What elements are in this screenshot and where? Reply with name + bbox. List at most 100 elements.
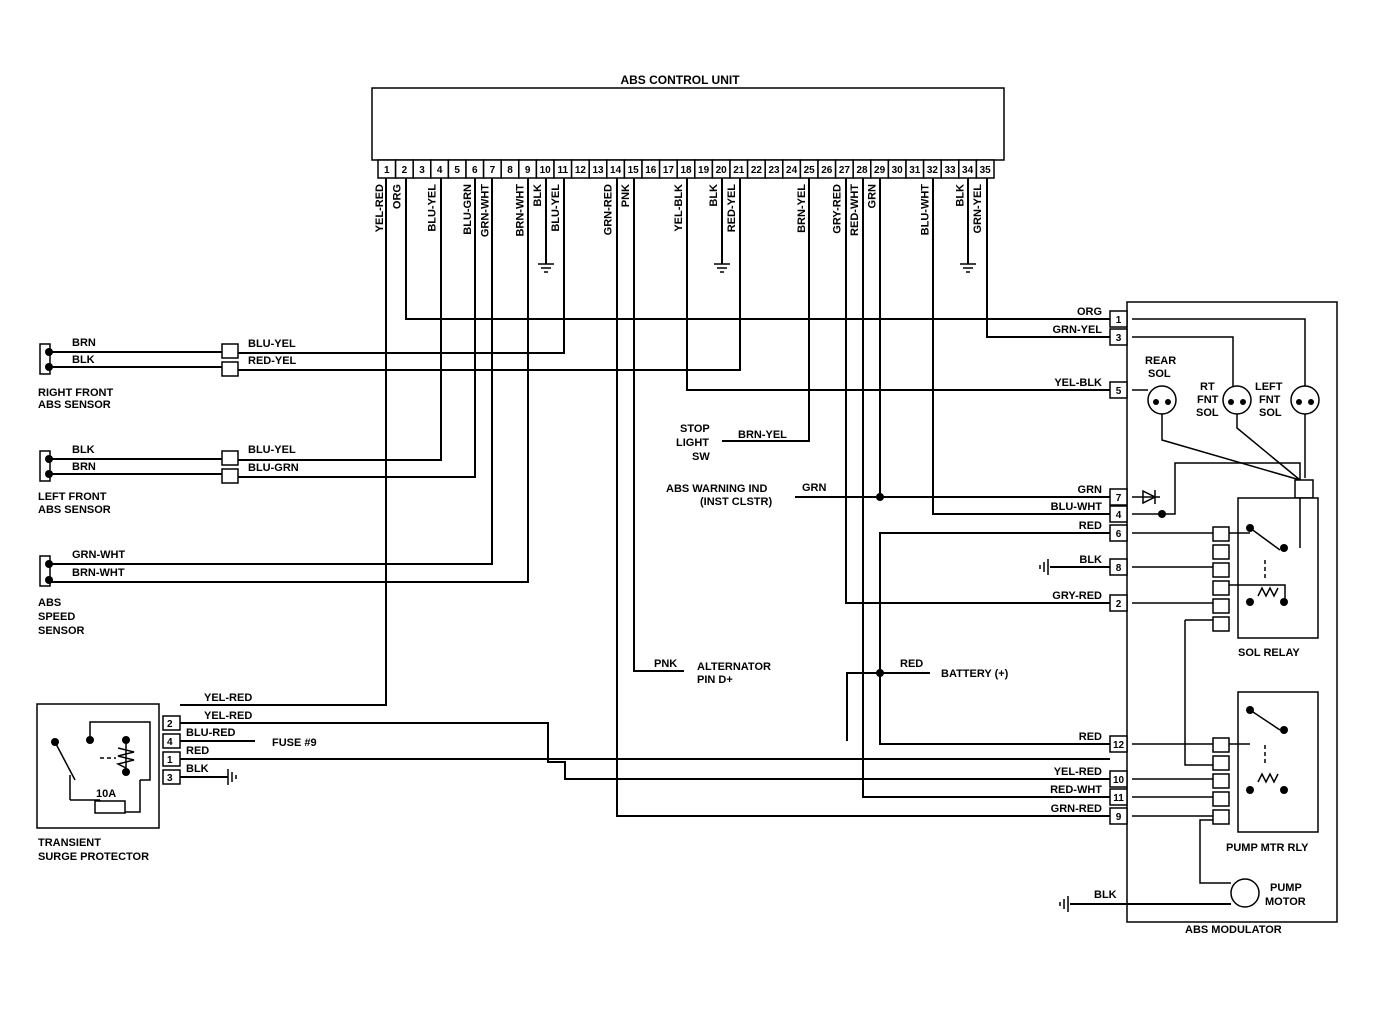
rf-wire1-label: BRN [72,337,96,349]
left-front-sensor: BLK BRN BLU-YEL BLU-GRN LEFT FRONT ABS S… [38,444,299,516]
sp-wire-yelred1: YEL-RED [204,692,252,704]
speed-wire2-label: BRN-WHT [72,567,125,579]
speed-sensor-name2: SPEED [38,611,75,623]
stop-light-line2: LIGHT [676,437,709,449]
stop-light-wire: BRN-YEL [738,429,787,441]
ecu-pin-number: 15 [628,165,640,176]
surge-protector: 2 4 1 3 10A TRANSIENT SURGE PROTECTOR YE… [36,692,1110,863]
modulator-pin-box [1109,310,1128,328]
ground-symbols-ecu [538,263,976,273]
pump-motor-line2: MOTOR [1265,896,1306,908]
ecu-pin-number: 19 [698,165,710,176]
modulator-wire-label: BLK [1079,554,1102,566]
modulator-pin-number: 4 [1116,510,1122,521]
sp-wire-red: RED [186,745,209,757]
sol-relay-title: SOL RELAY [1238,647,1300,659]
modulator-pin-box [1109,524,1128,542]
sp-wire-blk: BLK [186,763,209,775]
ecu-wire-label: PNK [620,184,632,207]
ecu-pin-number: 27 [839,165,851,176]
battery-wire: RED [900,658,923,670]
ecu-pin-number: 31 [909,165,921,176]
modulator-wire-labels: ORGGRN-YELYEL-BLKGRNBLU-WHTREDBLKGRY-RED… [1050,306,1102,815]
modulator-wire-label: GRN [1078,484,1103,496]
modulator-pin-box [1109,594,1128,612]
modulator-pin-box [1109,505,1128,523]
stop-light-line3: SW [692,451,710,463]
ecu-pin-number: 16 [645,165,657,176]
ecu-wire-label: BLK [708,184,720,207]
sp-pin-2: 2 [167,719,173,730]
ecu-pin-number: 8 [507,165,513,176]
alternator-line1: ALTERNATOR [697,661,771,673]
ecu-wire-label: YEL-RED [374,184,386,232]
modulator-pin-number: 8 [1116,563,1122,574]
rear-sol-line1: REAR [1145,355,1176,367]
fuse9-label: FUSE #9 [272,737,317,749]
modulator-wire-label: GRN-YEL [1053,324,1103,336]
speed-sensor-name1: ABS [38,597,61,609]
lf-wire2-label: BRN [72,461,96,473]
ecu-wire-label: YEL-BLK [673,184,685,232]
left-sol-line2: FNT [1259,394,1281,406]
lf-sensor-name1: LEFT FRONT [38,491,107,503]
middle-components: STOP LIGHT SW BRN-YEL ABS WARNING IND (I… [654,423,1110,745]
ecu-pin-number: 14 [610,165,622,176]
ecu-wire-label: BLU-YEL [427,184,439,232]
ecu-pin-number: 3 [419,165,425,176]
ecu-wire-label: BLU-WHT [919,184,931,236]
lf-sensor-name2: ABS SENSOR [38,504,111,516]
ecu-pin-number: 35 [980,165,992,176]
ecu-pin-number: 21 [733,165,745,176]
ecu-pin-number: 22 [751,165,763,176]
sp-pin-1: 1 [167,755,173,766]
ecu-wire-label: BLK [955,184,967,207]
ecu-pin-number: 17 [663,165,675,176]
modulator-wire-label: BLU-WHT [1051,501,1103,513]
ecu-pin-number: 4 [437,165,443,176]
modulator-wire-label: ORG [1077,306,1102,318]
left-sol-line3: SOL [1259,407,1282,419]
modulator-wire-label: RED [1079,731,1102,743]
modulator-pin-box [1109,381,1128,399]
modulator-pin-number: 5 [1116,386,1122,397]
modulator-pin-box [1109,788,1128,806]
modulator-pin-box [1109,807,1128,825]
ecu-pin-number: 18 [680,165,692,176]
ecu-pin-number: 11 [558,165,569,176]
modulator-wire-label: YEL-BLK [1054,377,1102,389]
sp-name1: TRANSIENT [38,837,101,849]
ecu-pin-number: 12 [575,165,587,176]
sp-wire-blured: BLU-RED [186,727,236,739]
modulator-wire-label: RED [1079,520,1102,532]
stop-light-line1: STOP [680,423,710,435]
modulator-pin-number: 3 [1116,333,1122,344]
ecu-pin-number: 24 [786,165,798,176]
ecu-wire-label: GRN-RED [603,184,615,235]
abs-warning-line2: (INST CLSTR) [700,496,772,508]
rf-sensor-name2: ABS SENSOR [38,399,111,411]
modulator-pin-number: 1 [1116,315,1122,326]
ecu-pin-number: 30 [892,165,904,176]
ecu-body [371,87,1005,161]
ecu-wire-label: RED-WHT [849,184,861,236]
rf-conn1-label: BLU-YEL [248,338,296,350]
ecu-pin-number: 33 [944,165,956,176]
ecu-pin-number: 28 [856,165,868,176]
left-sol-line1: LEFT [1255,381,1283,393]
modulator-wire-label: RED-WHT [1050,784,1102,796]
lf-conn1-label: BLU-YEL [248,444,296,456]
ecu-wire-label: BRN-YEL [796,184,808,233]
ecu-wire-label: GRN-YEL [972,184,984,234]
pump-motor-wire: BLK [1094,889,1117,901]
ecu-pin-number: 29 [874,165,886,176]
sp-fuse-label: 10A [96,788,116,800]
ecu-pin-box [975,159,995,179]
ecu-wire-label: GRY-RED [831,184,843,234]
modulator-pin-number: 10 [1113,775,1125,786]
ecu-wire-label: RED-YEL [726,184,738,233]
sp-wire-yelred2: YEL-RED [204,710,252,722]
ecu-pin-number: 26 [821,165,833,176]
ecu-pin-number: 7 [490,165,496,176]
